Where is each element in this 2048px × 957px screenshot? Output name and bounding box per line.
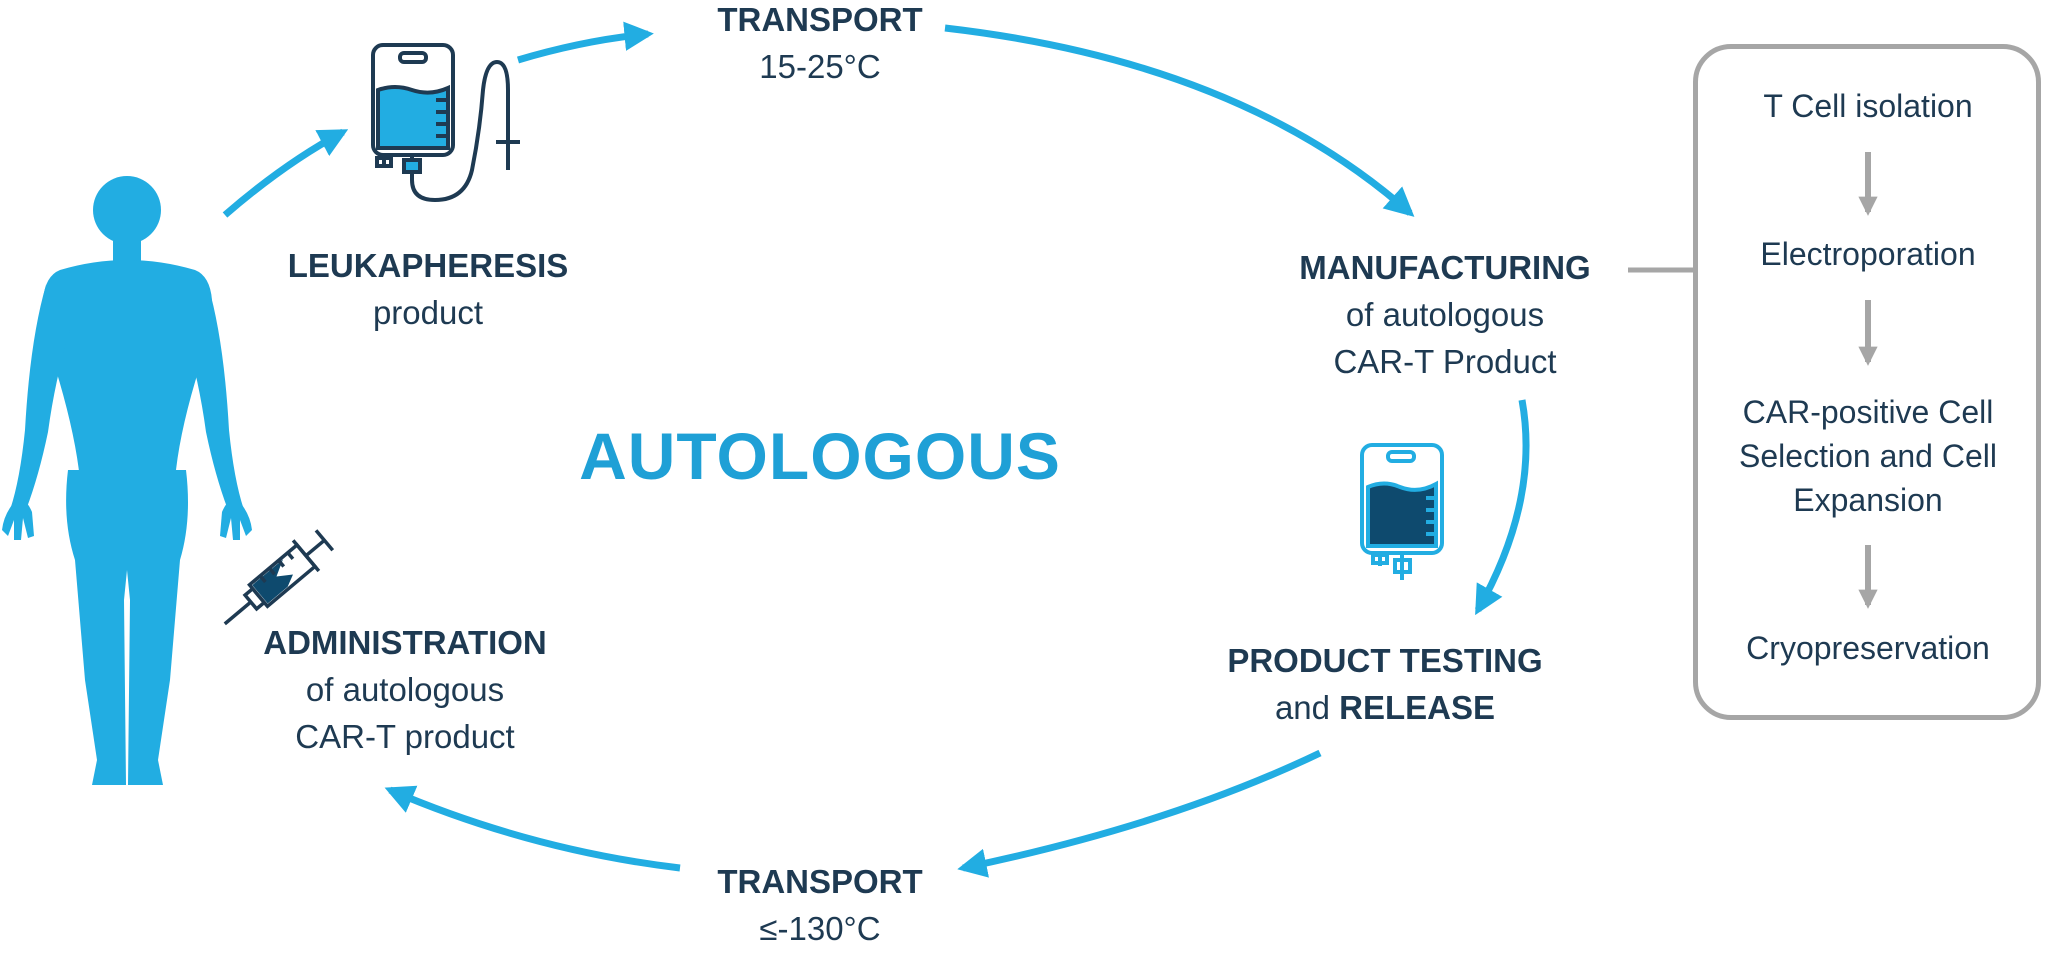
iv-bag-icon xyxy=(371,43,520,203)
syringe-icon xyxy=(223,529,335,626)
transport-top-title: TRANSPORT xyxy=(717,1,923,38)
manufacturing-title: MANUFACTURING xyxy=(1299,249,1591,286)
process-step-electroporation: Electroporation xyxy=(1760,236,1976,272)
manufacturing-label: MANUFACTURING of autologous CAR-T Produc… xyxy=(1275,244,1615,385)
manufacturing-sub1: of autologous xyxy=(1345,296,1545,333)
process-step-car-selection: CAR-positive Cell Selection and Cell Exp… xyxy=(1698,390,2038,522)
administration-sub2: CAR-T product xyxy=(295,718,515,755)
leukapheresis-sub: product xyxy=(372,294,484,331)
transport-top-temp: 15-25°C xyxy=(759,48,881,85)
leukapheresis-title: LEUKAPHERESIS xyxy=(287,247,569,284)
administration-sub1: of autologous xyxy=(305,671,505,708)
center-title: AUTOLOGOUS xyxy=(579,419,1061,493)
process-step-cryopreservation: Cryopreservation xyxy=(1746,630,1990,666)
testing-bold: RELEASE xyxy=(1339,689,1496,726)
manufacturing-sub2: CAR-T Product xyxy=(1333,343,1557,380)
testing-title: PRODUCT TESTING xyxy=(1227,642,1543,679)
administration-title: ADMINISTRATION xyxy=(263,624,547,661)
transport-bottom-temp: ≤-130°C xyxy=(759,910,881,947)
transport-bottom-label: TRANSPORT ≤-130°C xyxy=(670,858,970,952)
testing-label: PRODUCT TESTING and RELEASE xyxy=(1210,637,1560,731)
manufacturing-process-box xyxy=(1693,44,2041,720)
process-step-t-cell-isolation: T Cell isolation xyxy=(1763,88,1973,124)
arrow-transport-to-manufacturing xyxy=(944,24,1415,217)
process-step-3-line3: Expansion xyxy=(1793,482,1943,518)
arrow-patient-to-leukapheresis xyxy=(222,128,349,218)
patient-icon xyxy=(2,176,252,785)
blood-bag-icon xyxy=(1360,443,1444,580)
testing-pre: and xyxy=(1274,689,1340,726)
administration-label: ADMINISTRATION of autologous CAR-T produ… xyxy=(240,619,570,760)
process-step-3-line2: Selection and Cell xyxy=(1739,438,1997,474)
arrow-testing-to-transport xyxy=(957,749,1322,878)
arrow-transport-to-administration xyxy=(384,785,681,872)
arrow-manufacturing-to-testing xyxy=(1474,399,1530,616)
transport-top-label: TRANSPORT 15-25°C xyxy=(670,0,970,90)
arrow-leukapheresis-to-transport xyxy=(516,21,654,64)
leukapheresis-label: LEUKAPHERESIS product xyxy=(283,242,573,336)
process-step-3-line1: CAR-positive Cell xyxy=(1742,394,1994,430)
transport-bottom-title: TRANSPORT xyxy=(717,863,923,900)
